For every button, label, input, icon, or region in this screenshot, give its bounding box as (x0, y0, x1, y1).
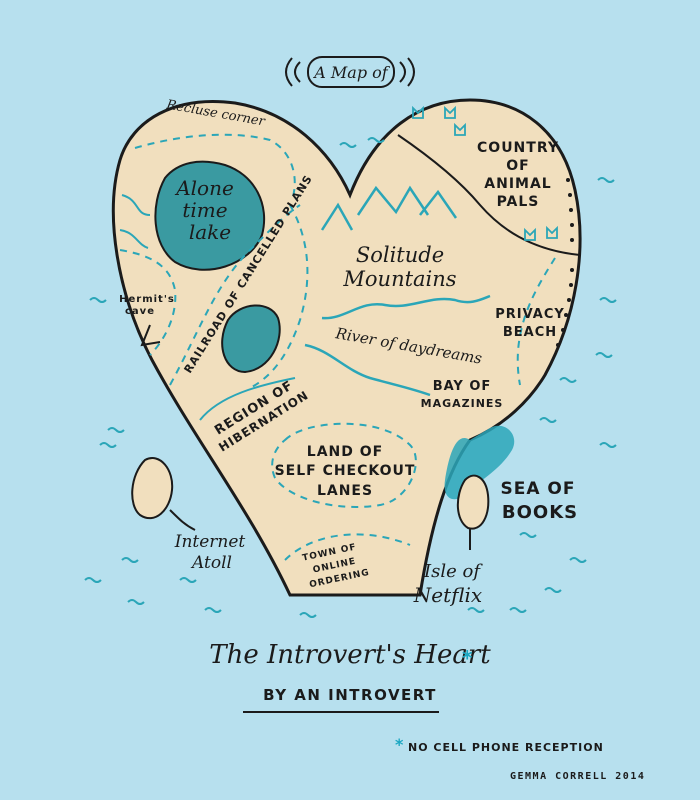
animal-pals-border (397, 134, 581, 256)
label-magazines-line1: BAY OF (433, 379, 492, 394)
label-lake-line2: time (182, 198, 227, 222)
label-lake-line1: Alone (174, 176, 234, 200)
label-privacy-beach-line1: PRIVACY (495, 307, 565, 322)
map-title: The Introvert's Heart (209, 640, 491, 670)
label-atoll-line1: Internet (174, 532, 246, 552)
label-atoll-line2: Atoll (190, 553, 232, 573)
footnote-asterisk: * (395, 735, 404, 754)
railroad-line (169, 204, 301, 386)
sea-waves (84, 137, 617, 618)
sea-of-books-inlet (444, 425, 515, 500)
label-netflix-line1: Isle of (423, 561, 483, 582)
privacy-beach-dots (556, 178, 574, 347)
recluse-corner-border (134, 133, 296, 201)
label-mountains-line2: Mountains (342, 267, 456, 291)
label-hermits-cave-line1: Hermit's (119, 294, 175, 305)
label-sea-line1: SEA OF (501, 479, 576, 499)
label-magazines-line2: MAGAZINES (421, 397, 504, 410)
privacy-beach-border (516, 257, 556, 386)
map-header-text: A Map of (312, 63, 391, 82)
label-animal-pals-line1: COUNTRY (477, 140, 559, 156)
self-checkout-border (271, 422, 417, 508)
label-checkout-line2: SELF CHECKOUT (275, 463, 416, 479)
isle-of-netflix-island (456, 474, 490, 530)
label-mountains-line1: Solitude (356, 243, 444, 267)
label-animal-pals-line4: PALS (497, 194, 540, 210)
label-checkout-line1: LAND OF (307, 444, 383, 460)
title-asterisk: * (462, 646, 473, 670)
subtitle-underline (243, 711, 439, 713)
label-hermits-cave-line2: cave (125, 306, 155, 317)
label-lake-line3: lake (189, 220, 231, 244)
map-header-banner: A Map of (285, 56, 415, 88)
map-subtitle: BY AN INTROVERT (263, 686, 437, 704)
label-checkout-line3: LANES (317, 483, 373, 499)
cat-icons (412, 105, 558, 241)
internet-atoll-island (131, 457, 174, 520)
label-sea-line2: BOOKS (502, 502, 578, 523)
footnote-text: NO CELL PHONE RECEPTION (408, 741, 604, 754)
alone-time-lake (154, 160, 266, 271)
river-of-daydreams (304, 343, 431, 397)
label-netflix-line2: Netflix (413, 583, 482, 607)
label-privacy-beach-line2: BEACH (503, 325, 557, 340)
artist-credit: GEMMA CORRELL 2014 (510, 771, 646, 782)
label-animal-pals-line2: OF (506, 158, 529, 174)
small-lake (221, 304, 281, 374)
solitude-mountains-peaks (320, 185, 458, 231)
label-animal-pals-line3: ANIMAL (484, 176, 551, 192)
